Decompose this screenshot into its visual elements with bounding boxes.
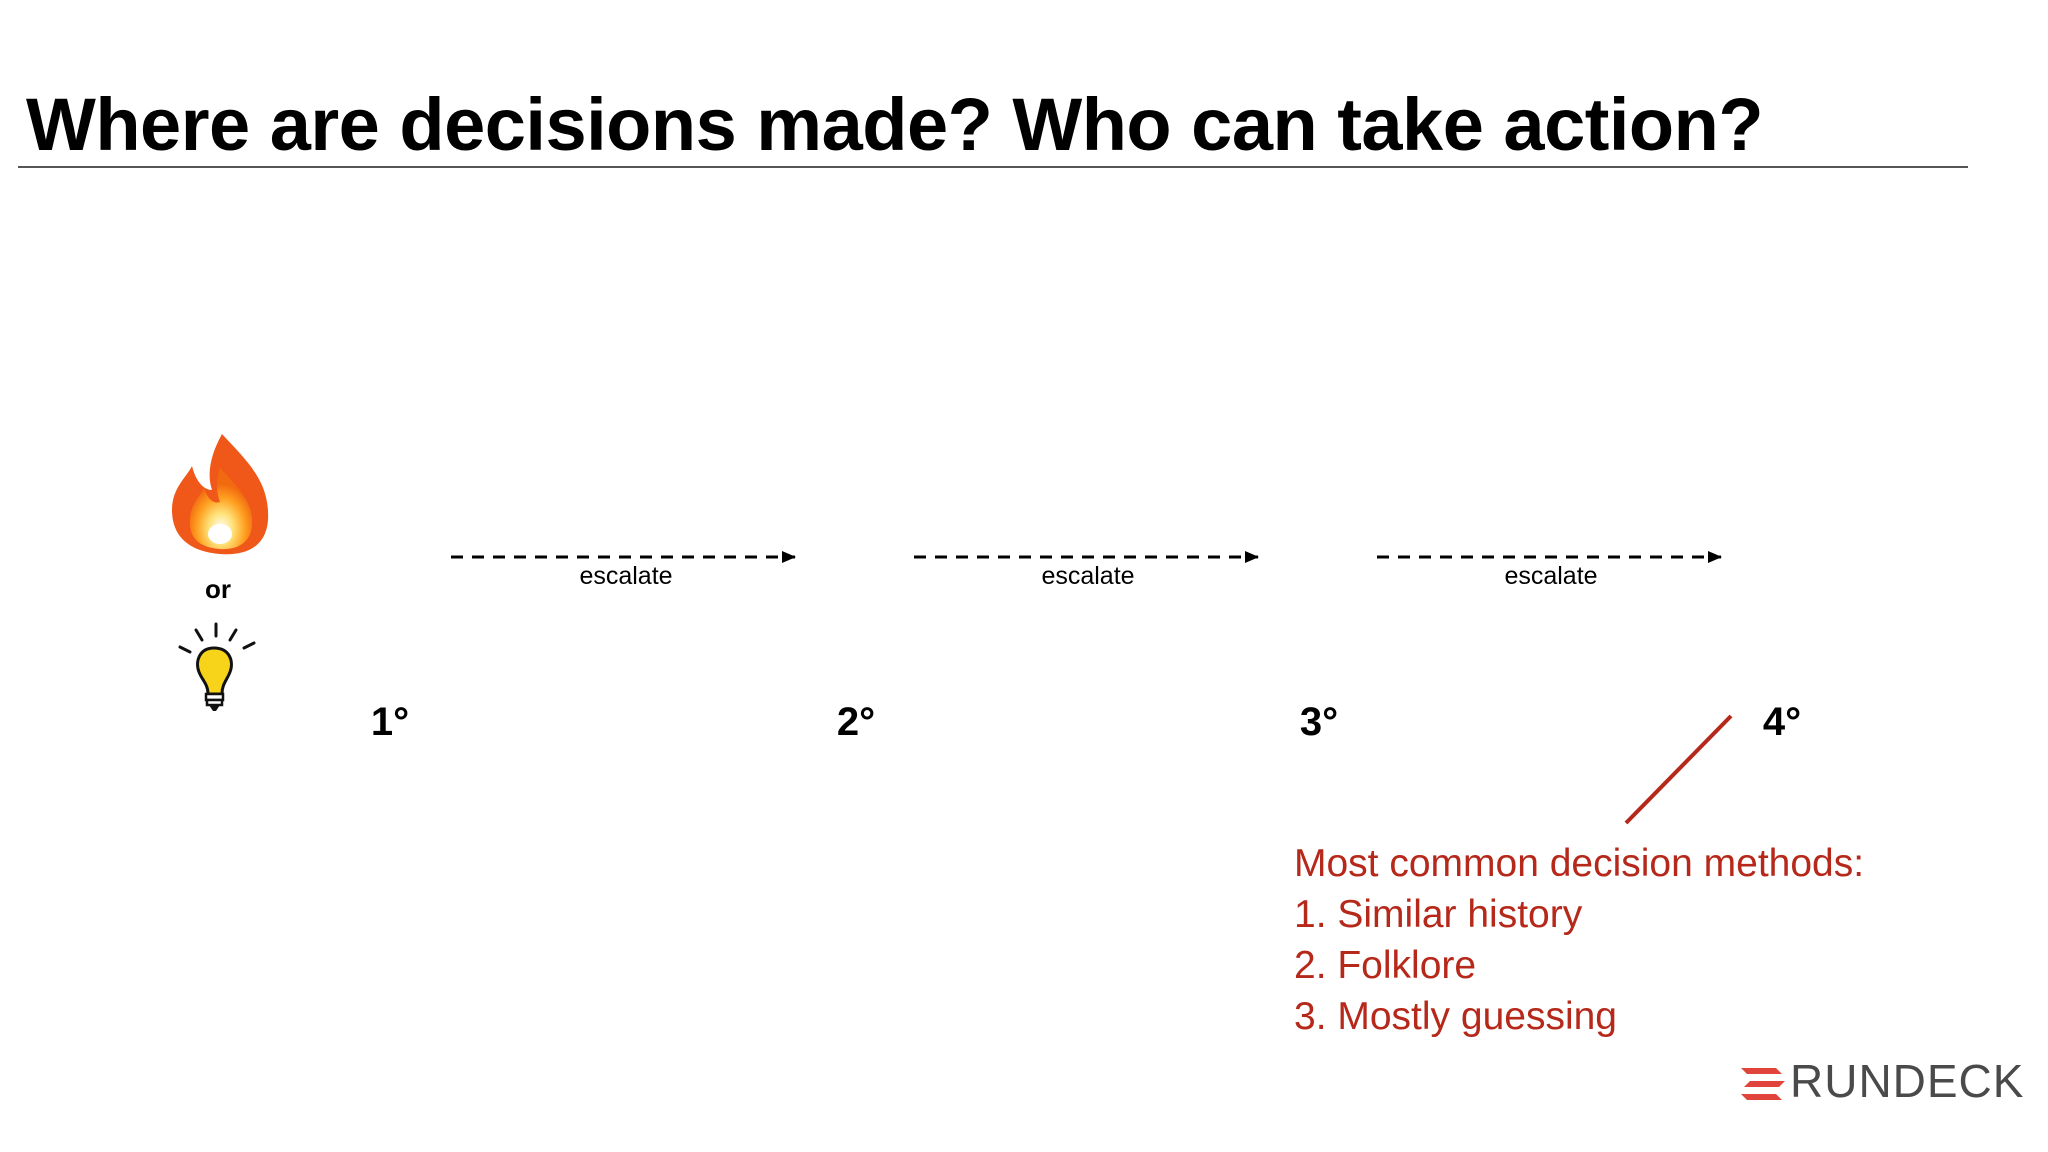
callout-heading: Most common decision methods: [1294, 842, 1865, 885]
brand-name: RUNDECK [1790, 1055, 2025, 1107]
callout-connector [1624, 714, 1733, 825]
escalate-label-3: escalate [1504, 562, 1598, 590]
tier-label-4: 4° [1762, 700, 1802, 744]
fire-icon [172, 434, 269, 555]
slide-title: Where are decisions made? Who can take a… [26, 83, 1764, 166]
rundeck-logo-icon [1741, 1068, 1785, 1100]
decision-methods-callout: Most common decision methods: 1. Similar… [1294, 838, 1864, 1042]
tier-label-2: 2° [836, 700, 876, 744]
brand-logo: RUNDECK [1740, 1058, 2024, 1104]
callout-item: 3. Mostly guessing [1294, 995, 1617, 1038]
title-divider [18, 166, 1968, 168]
escalate-label-1: escalate [579, 562, 673, 590]
trigger-or-label: or [205, 574, 231, 604]
callout-item: 2. Folklore [1294, 944, 1477, 987]
escalate-label-2: escalate [1041, 562, 1135, 590]
callout-item: 1. Similar history [1294, 893, 1583, 936]
tier-label-3: 3° [1299, 700, 1339, 744]
tier-label-1: 1° [370, 700, 410, 744]
lightbulb-icon [178, 622, 256, 711]
